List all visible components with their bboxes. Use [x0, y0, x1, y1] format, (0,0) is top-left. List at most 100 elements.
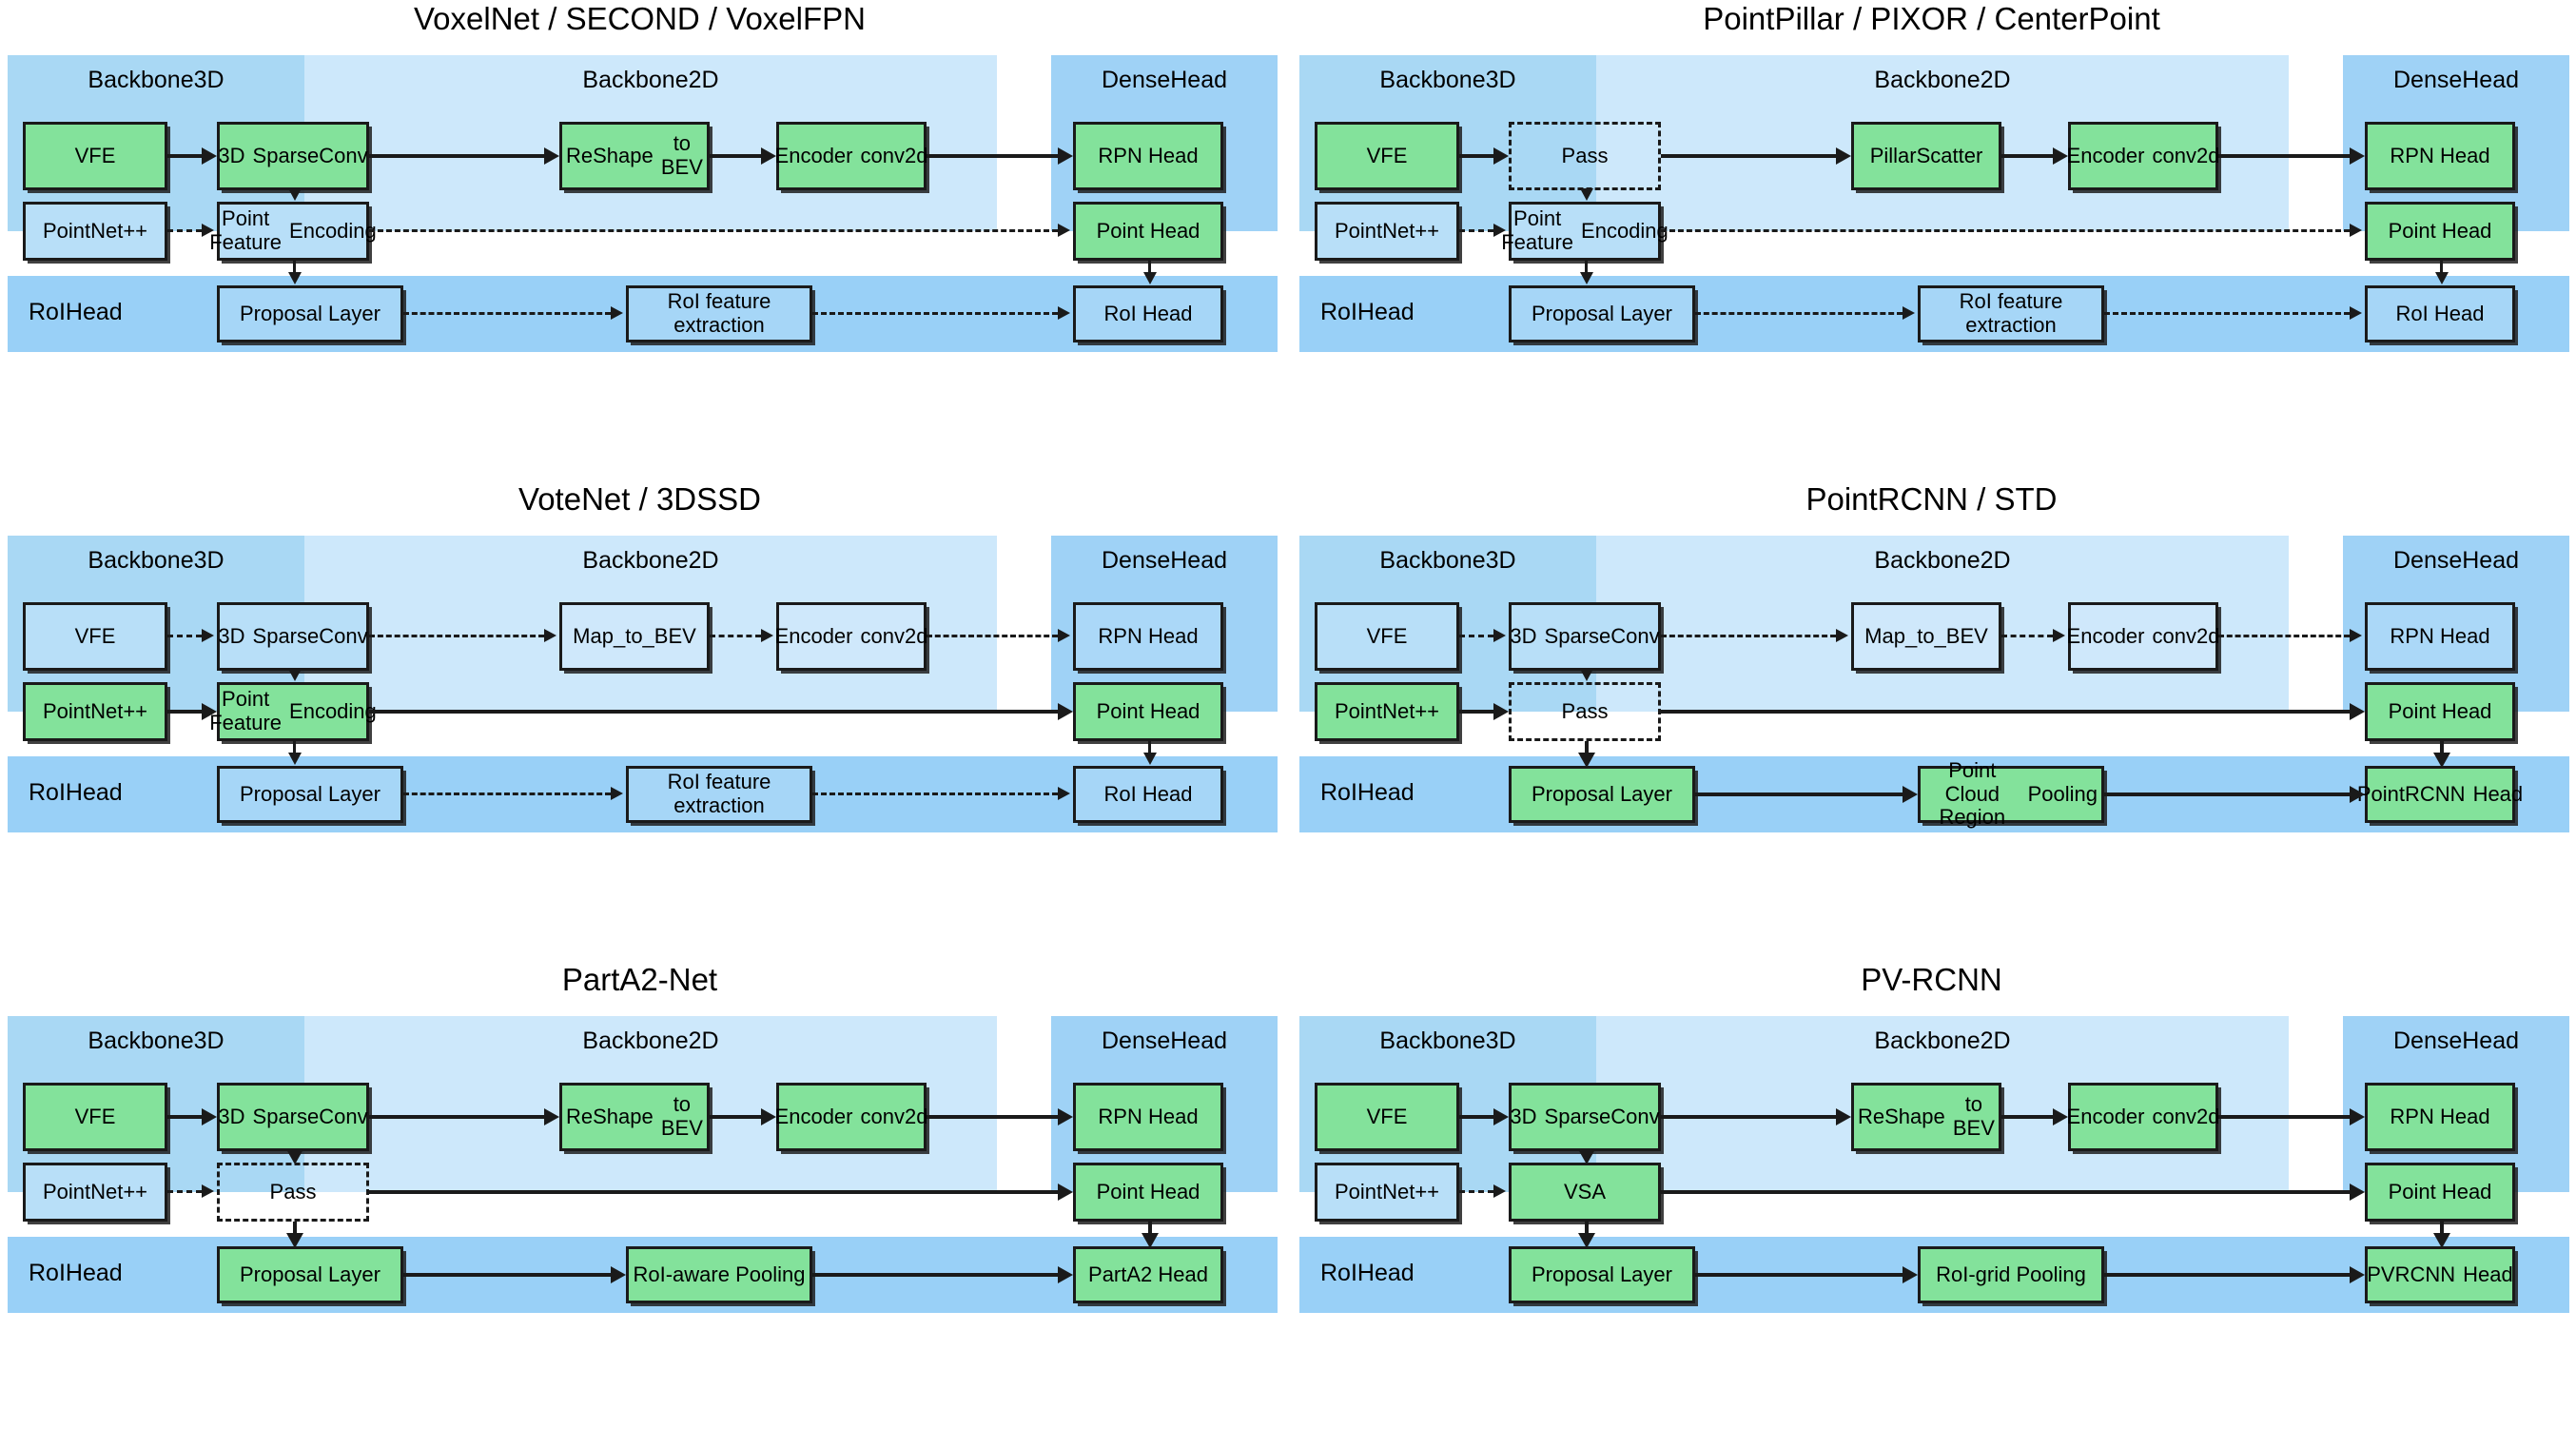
arrow-head: [1143, 272, 1157, 284]
arrow-head: [288, 669, 302, 681]
box-rpn-head[interactable]: RPN Head: [2365, 1083, 2515, 1151]
box-vfe[interactable]: VFE: [1315, 602, 1459, 671]
panel-title-text: VoxelNet / SECOND / VoxelFPN: [413, 1, 866, 36]
box-roi-feature-extraction[interactable]: RoI feature extraction: [1918, 285, 2104, 342]
box-rpn-head[interactable]: RPN Head: [1073, 602, 1223, 671]
arrow-head: [1578, 753, 1595, 768]
box-point-feature-encoding[interactable]: Pass: [217, 1163, 369, 1222]
panel-title: VoteNet / 3DSSD: [0, 480, 1279, 520]
dashed-connector: [1148, 261, 1151, 272]
box-vfe[interactable]: VFE: [23, 1083, 167, 1151]
box-pointnet[interactable]: PointNet++: [23, 202, 167, 261]
box-roi-feature-extraction[interactable]: RoI-grid Pooling: [1918, 1246, 2104, 1303]
box-roi-feature-extraction[interactable]: RoI feature extraction: [626, 285, 812, 342]
arrow-head: [1903, 306, 1915, 320]
band-label-backbone2d: Backbone2D: [1874, 67, 2011, 93]
box-to-bev[interactable]: Map_to_BEV: [559, 602, 710, 671]
box-roi-head[interactable]: RoI Head: [1073, 285, 1223, 342]
arrow-head: [761, 147, 776, 165]
band-label-backbone3d: Backbone3D: [1379, 67, 1516, 93]
box-roi-head[interactable]: RoI Head: [2365, 285, 2515, 342]
box-to-bev[interactable]: Map_to_BEV: [1851, 602, 2001, 671]
arrow-head: [1493, 1108, 1509, 1125]
arrow-head: [1903, 786, 1918, 803]
arrow-head: [202, 629, 214, 642]
band-label-roihead: RoIHead: [29, 1260, 123, 1286]
box-rpn-head[interactable]: RPN Head: [2365, 602, 2515, 671]
box-rpn-head[interactable]: RPN Head: [1073, 1083, 1223, 1151]
connector: [167, 710, 202, 714]
arrow-head: [1836, 1108, 1851, 1125]
dashed-connector: [403, 312, 611, 315]
connector: [1661, 710, 2350, 714]
box-proposal-layer[interactable]: Proposal Layer: [217, 1246, 403, 1303]
box-point-feature-encoding[interactable]: Pass: [1509, 682, 1661, 741]
connector: [1148, 1222, 1152, 1233]
box-proposal-layer[interactable]: Proposal Layer: [217, 766, 403, 823]
box-point-head[interactable]: Point Head: [1073, 682, 1223, 741]
connector: [369, 154, 544, 158]
panel-title-text: PointPillar / PIXOR / CenterPoint: [1703, 1, 2160, 36]
box-pointnet[interactable]: PointNet++: [1315, 682, 1459, 741]
box-pointnet[interactable]: PointNet++: [1315, 1163, 1459, 1222]
dashed-connector: [1661, 635, 1836, 637]
connector: [167, 154, 202, 158]
box-vfe[interactable]: VFE: [23, 122, 167, 190]
box-proposal-layer[interactable]: Proposal Layer: [1509, 766, 1695, 823]
box-pointnet[interactable]: PointNet++: [23, 1163, 167, 1222]
band-label-backbone2d: Backbone2D: [1874, 547, 2011, 574]
band-label-backbone2d: Backbone2D: [582, 547, 719, 574]
box-vfe[interactable]: VFE: [1315, 122, 1459, 190]
box-proposal-layer[interactable]: Proposal Layer: [1509, 1246, 1695, 1303]
arrow-head: [544, 1108, 559, 1125]
box-point-head[interactable]: Point Head: [2365, 202, 2515, 261]
box-vfe[interactable]: VFE: [23, 602, 167, 671]
box-proposal-layer[interactable]: Proposal Layer: [217, 285, 403, 342]
box-roi-head[interactable]: PartA2 Head: [1073, 1246, 1223, 1303]
box-sparseconv[interactable]: Pass: [1509, 122, 1661, 190]
connector: [369, 710, 1058, 714]
arrow-head: [2435, 272, 2449, 284]
connector: [1661, 1190, 2350, 1194]
box-pointnet[interactable]: PointNet++: [1315, 202, 1459, 261]
band-label-densehead: DenseHead: [1101, 67, 1228, 93]
arrow-head: [1836, 147, 1851, 165]
box-rpn-head[interactable]: RPN Head: [1073, 122, 1223, 190]
box-point-head[interactable]: Point Head: [2365, 1163, 2515, 1222]
box-proposal-layer[interactable]: Proposal Layer: [1509, 285, 1695, 342]
arrow-head: [1580, 272, 1593, 284]
dashed-connector: [1695, 312, 1903, 315]
box-to-bev[interactable]: PillarScatter: [1851, 122, 2001, 190]
box-point-head[interactable]: Point Head: [2365, 682, 2515, 741]
box-roi-feature-extraction[interactable]: RoI feature extraction: [626, 766, 812, 823]
box-vfe[interactable]: VFE: [1315, 1083, 1459, 1151]
box-point-feature-encoding[interactable]: VSA: [1509, 1163, 1661, 1222]
box-roi-head[interactable]: RoI Head: [1073, 766, 1223, 823]
box-point-head[interactable]: Point Head: [1073, 1163, 1223, 1222]
box-pointnet[interactable]: PointNet++: [23, 682, 167, 741]
box-roi-feature-extraction[interactable]: RoI-aware Pooling: [626, 1246, 812, 1303]
panel-title: PV-RCNN: [1292, 961, 2571, 1001]
box-point-head[interactable]: Point Head: [1073, 202, 1223, 261]
box-rpn-head[interactable]: RPN Head: [2365, 122, 2515, 190]
